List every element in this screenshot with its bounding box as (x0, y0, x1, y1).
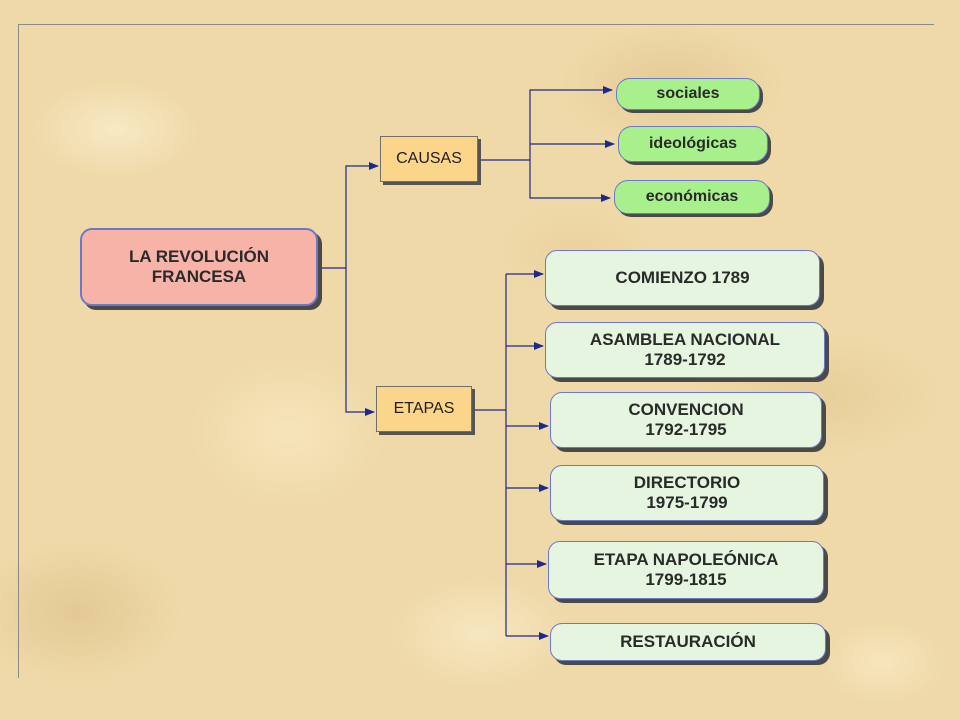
frame-left-line (18, 24, 19, 678)
cause-node-sociales: sociales (616, 78, 760, 110)
stage-node-restauracion: RESTAURACIÓN (550, 623, 826, 661)
stage-5-line-1: ETAPA NAPOLEÓNICA (593, 549, 779, 569)
etapas-node: ETAPAS (376, 386, 472, 432)
stage-6-line-1: RESTAURACIÓN (620, 631, 756, 651)
causas-node: CAUSAS (380, 136, 478, 182)
stage-3-line-2: 1792-1795 (645, 420, 727, 439)
stage-node-convencion: CONVENCION 1792-1795 (550, 392, 822, 448)
edge-root-etapas (345, 268, 375, 416)
root-line-2: FRANCESA (151, 267, 247, 286)
stage-3-line-1: CONVENCION (628, 399, 744, 419)
stage-node-comienzo: COMIENZO 1789 (545, 250, 820, 306)
stage-1-line-1: COMIENZO 1789 (615, 267, 750, 287)
frame-top-line (18, 24, 934, 25)
stage-5-line-2: 1799-1815 (645, 570, 727, 589)
stage-2-line-2: 1789-1792 (644, 350, 726, 369)
stage-node-napoleonica: ETAPA NAPOLEÓNICA 1799-1815 (548, 541, 824, 599)
stage-4-line-1: DIRECTORIO (633, 472, 741, 492)
edge-causas-sociales (529, 86, 613, 160)
edge-causas-economicas (529, 160, 611, 202)
edge-root-causas (345, 162, 379, 268)
cause-node-economicas: económicas (614, 180, 770, 214)
stage-4-line-2: 1975-1799 (646, 493, 728, 512)
stage-node-asamblea: ASAMBLEA NACIONAL 1789-1792 (545, 322, 825, 378)
cause-node-ideologicas: ideológicas (618, 126, 768, 162)
root-line-1: LA REVOLUCIÓN (128, 246, 270, 266)
stage-node-directorio: DIRECTORIO 1975-1799 (550, 465, 824, 521)
root-node: LA REVOLUCIÓN FRANCESA (80, 228, 318, 306)
stage-2-line-1: ASAMBLEA NACIONAL (589, 329, 781, 349)
